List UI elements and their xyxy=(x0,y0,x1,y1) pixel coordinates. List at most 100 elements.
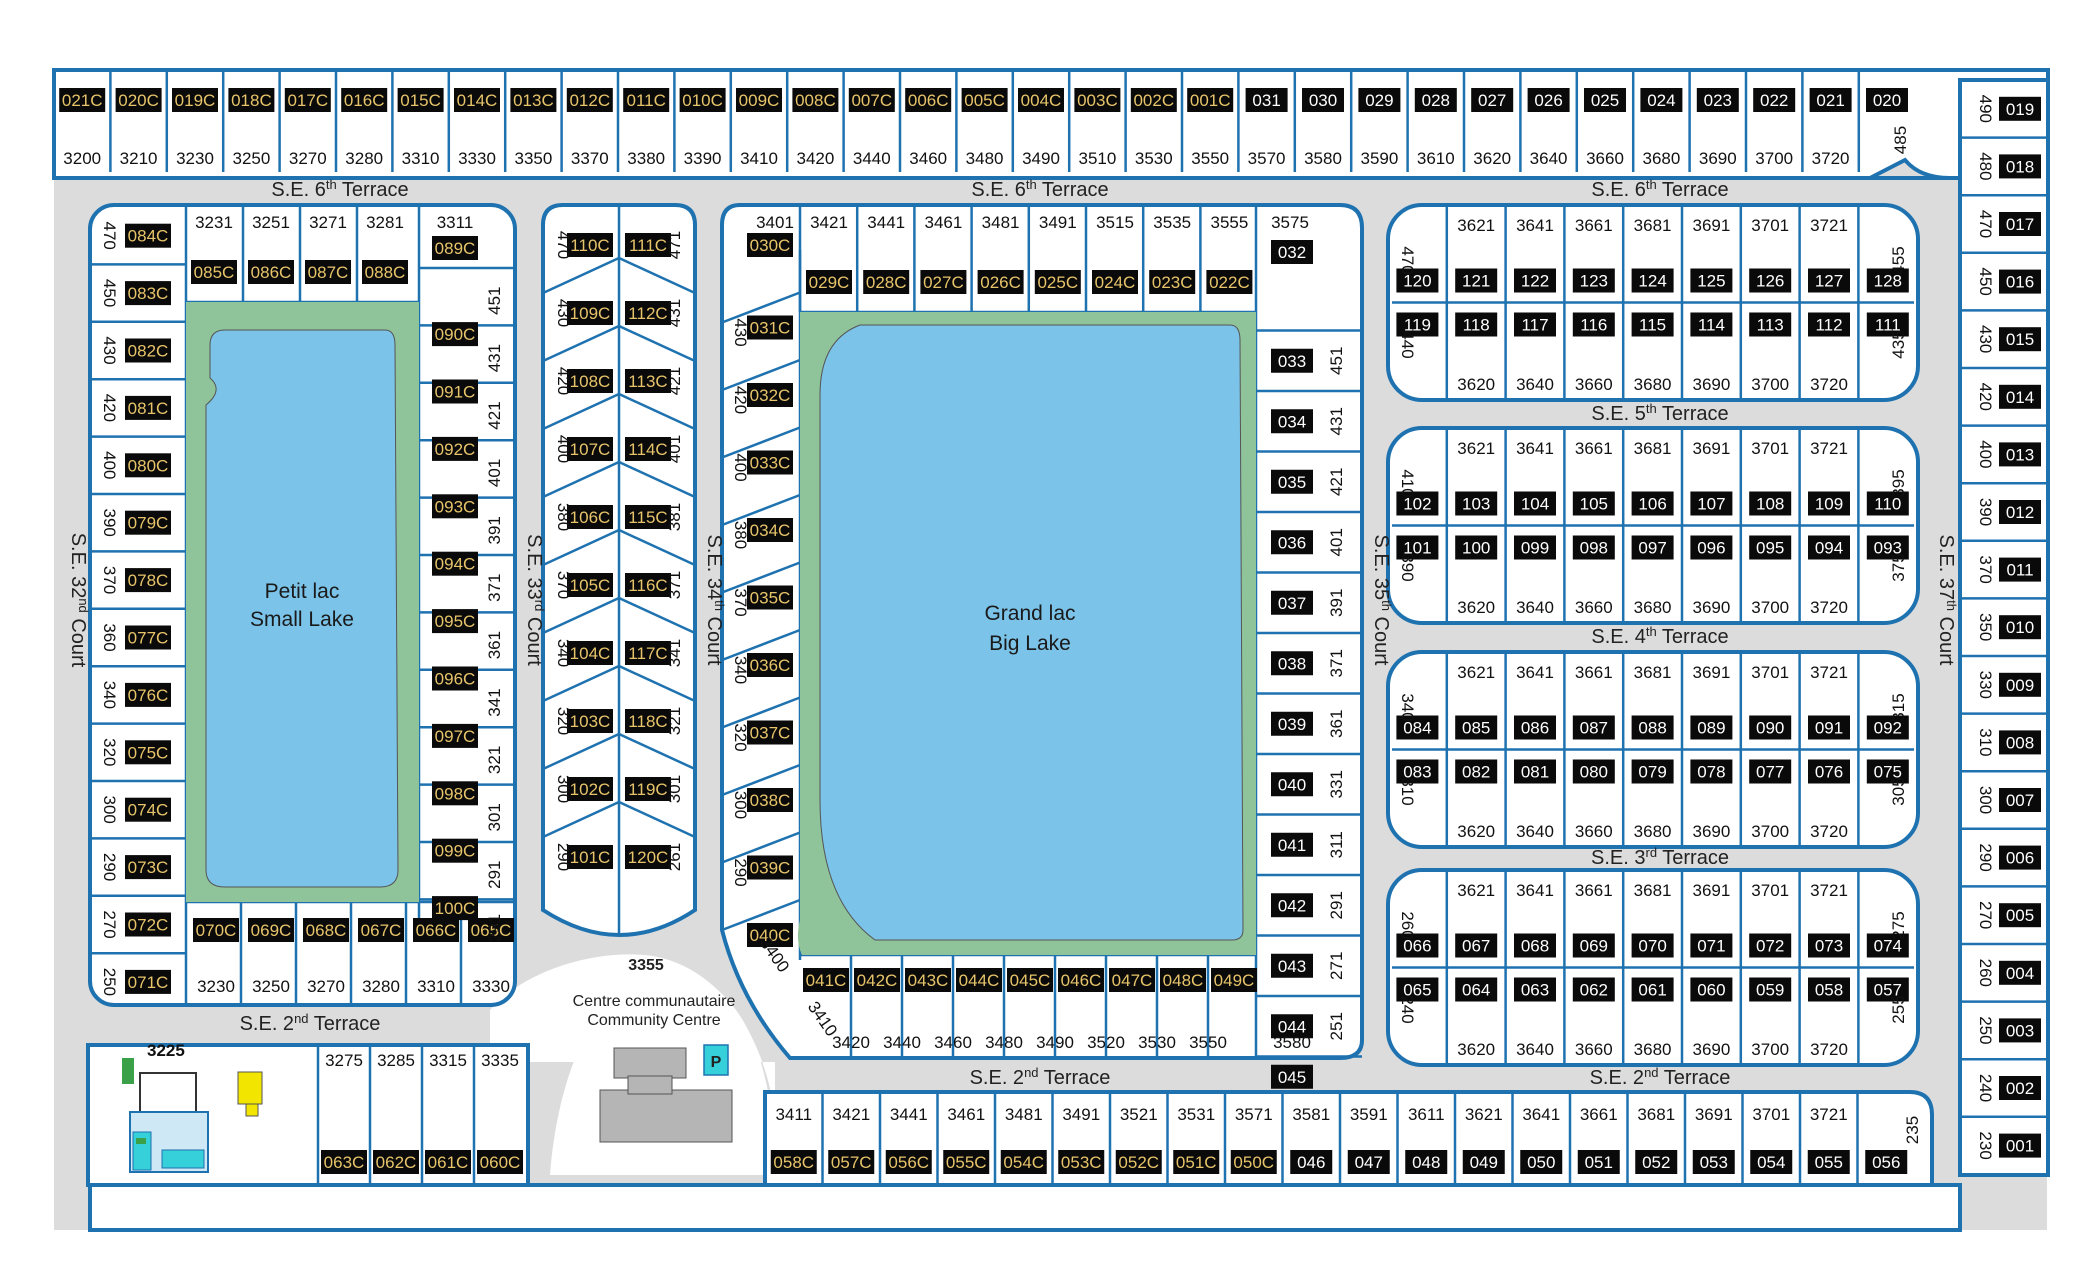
court32-lot-072C[interactable]: 072C xyxy=(125,912,171,937)
big-lake-right-lot-042[interactable]: 042 xyxy=(1271,893,1313,918)
big-lake-bottom-lot-046C[interactable]: 046C xyxy=(1058,968,1104,992)
east-block-3-lot-082[interactable]: 082 xyxy=(1455,759,1498,784)
top-row-lot-009C[interactable]: 009C xyxy=(736,88,782,112)
east-block-1-lot-120[interactable]: 120 xyxy=(1396,268,1439,293)
bottom-left-lot-062C[interactable]: 062C xyxy=(373,1150,419,1174)
big-lake-left-lot-033C[interactable]: 033C xyxy=(747,450,793,475)
east-block-3-lot-077[interactable]: 077 xyxy=(1749,759,1792,784)
big-lake-bottom-lot-041C[interactable]: 041C xyxy=(803,968,849,992)
east-block-1-lot-119[interactable]: 119 xyxy=(1396,312,1439,337)
big-lake-top-lot-023C[interactable]: 023C xyxy=(1149,270,1196,294)
top-row-lot-003C[interactable]: 003C xyxy=(1074,88,1121,112)
east-block-3-lot-087[interactable]: 087 xyxy=(1572,715,1615,740)
bottom-row-lot-051C[interactable]: 051C xyxy=(1173,1150,1220,1174)
right-col-lot-019[interactable]: 019 xyxy=(1999,96,2041,121)
east-block-2-lot-110[interactable]: 110 xyxy=(1866,491,1909,516)
small-lake-right-lot-091C[interactable]: 091C xyxy=(432,379,478,404)
court33-left-lot-110C[interactable]: 110C xyxy=(567,233,613,257)
right-col-lot-002[interactable]: 002 xyxy=(1999,1076,2041,1100)
top-row-lot-010C[interactable]: 010C xyxy=(679,88,726,112)
big-lake-right-lot-039[interactable]: 039 xyxy=(1271,711,1313,736)
east-block-1-lot-123[interactable]: 123 xyxy=(1572,268,1615,293)
small-lake-right-lot-099C[interactable]: 099C xyxy=(432,838,478,863)
top-row-lot-014C[interactable]: 014C xyxy=(454,88,500,112)
small-lake-right-lot-098C[interactable]: 098C xyxy=(432,781,478,806)
big-lake-right-lot-038[interactable]: 038 xyxy=(1271,651,1313,676)
big-lake-top-lot-025C[interactable]: 025C xyxy=(1034,270,1081,294)
bottom-row-lot-055C[interactable]: 055C xyxy=(943,1150,990,1174)
court33-left-lot-101C[interactable]: 101C xyxy=(567,845,613,869)
small-lake-right-lot-100C[interactable]: 100C xyxy=(432,896,478,921)
big-lake-right-lot-037[interactable]: 037 xyxy=(1271,590,1313,615)
east-block-3-lot-091[interactable]: 091 xyxy=(1808,715,1850,740)
bottom-left-lot-060C[interactable]: 060C xyxy=(477,1150,523,1174)
big-lake-left-lot-039C[interactable]: 039C xyxy=(747,855,793,880)
bottom-row-lot-046[interactable]: 046 xyxy=(1290,1150,1333,1174)
small-lake-top-lot-087C[interactable]: 087C xyxy=(305,260,351,284)
east-block-3-lot-089[interactable]: 089 xyxy=(1690,715,1733,740)
big-lake-left-lot-038C[interactable]: 038C xyxy=(747,788,793,812)
top-row-lot-013C[interactable]: 013C xyxy=(510,88,557,112)
east-block-1-lot-111[interactable]: 111 xyxy=(1866,312,1909,337)
top-row-lot-004C[interactable]: 004C xyxy=(1018,88,1064,112)
top-row-lot-017C[interactable]: 017C xyxy=(284,88,331,112)
small-lake-right-lot-093C[interactable]: 093C xyxy=(432,494,478,519)
bottom-row-lot-057C[interactable]: 057C xyxy=(828,1150,875,1174)
east-block-2-lot-098[interactable]: 098 xyxy=(1572,535,1615,560)
top-row-lot-021[interactable]: 021 xyxy=(1809,88,1852,112)
court33-right-lot-114C[interactable]: 114C xyxy=(625,437,671,461)
court32-lot-071C[interactable]: 071C xyxy=(125,969,171,994)
small-lake-bottom-lot-067C[interactable]: 067C xyxy=(358,918,404,942)
court33-left-lot-105C[interactable]: 105C xyxy=(567,573,613,597)
right-col-lot-011[interactable]: 011 xyxy=(1999,557,2041,582)
small-lake-bottom-lot-069C[interactable]: 069C xyxy=(248,918,294,942)
east-block-3-lot-079[interactable]: 079 xyxy=(1631,759,1674,784)
court33-left-lot-104C[interactable]: 104C xyxy=(567,641,613,665)
bottom-row-lot-058C[interactable]: 058C xyxy=(770,1150,817,1174)
big-lake-left-lot-040C[interactable]: 040C xyxy=(747,923,793,947)
court32-lot-073C[interactable]: 073C xyxy=(125,855,171,880)
east-block-2-lot-097[interactable]: 097 xyxy=(1631,535,1674,560)
big-lake-left-lot-036C[interactable]: 036C xyxy=(747,653,793,677)
top-row-lot-024[interactable]: 024 xyxy=(1640,88,1683,112)
big-lake-bottom-lot-042C[interactable]: 042C xyxy=(854,968,900,992)
top-row-lot-030[interactable]: 030 xyxy=(1302,88,1344,112)
east-block-2-lot-094[interactable]: 094 xyxy=(1808,535,1850,560)
bottom-row-lot-052[interactable]: 052 xyxy=(1635,1150,1678,1174)
top-row-lot-022[interactable]: 022 xyxy=(1753,88,1796,112)
big-lake-top-lot-026C[interactable]: 026C xyxy=(977,270,1024,294)
east-block-2-lot-101[interactable]: 101 xyxy=(1396,535,1439,560)
big-lake-left-lot-031C[interactable]: 031C xyxy=(747,315,793,340)
top-row-lot-029[interactable]: 029 xyxy=(1358,88,1401,112)
east-block-4-lot-063[interactable]: 063 xyxy=(1514,977,1556,1002)
big-lake-right-lot-043[interactable]: 043 xyxy=(1271,953,1313,978)
court33-right-lot-119C[interactable]: 119C xyxy=(625,777,671,801)
east-block-1-lot-128[interactable]: 128 xyxy=(1866,268,1909,293)
east-block-1-lot-122[interactable]: 122 xyxy=(1514,268,1556,293)
big-lake-top-lot-027C[interactable]: 027C xyxy=(920,270,967,294)
bottom-row-lot-055[interactable]: 055 xyxy=(1807,1150,1850,1174)
right-col-lot-004[interactable]: 004 xyxy=(1999,960,2041,985)
bottom-left-lot-063C[interactable]: 063C xyxy=(321,1150,367,1174)
east-block-2-lot-100[interactable]: 100 xyxy=(1455,535,1498,560)
east-block-4-lot-065[interactable]: 065 xyxy=(1396,977,1439,1002)
big-lake-right-lot-033[interactable]: 033 xyxy=(1271,348,1313,373)
right-col-lot-006[interactable]: 006 xyxy=(1999,845,2041,870)
top-row-lot-026[interactable]: 026 xyxy=(1527,88,1570,112)
court32-lot-076C[interactable]: 076C xyxy=(125,682,171,707)
top-row-lot-006C[interactable]: 006C xyxy=(905,88,952,112)
court32-lot-079C[interactable]: 079C xyxy=(125,510,171,535)
bottom-row-lot-052C[interactable]: 052C xyxy=(1115,1150,1162,1174)
top-row-lot-025[interactable]: 025 xyxy=(1584,88,1626,112)
east-block-2-lot-103[interactable]: 103 xyxy=(1455,491,1498,516)
big-lake-left-lot-030C[interactable]: 030C xyxy=(747,233,793,257)
court33-right-lot-120C[interactable]: 120C xyxy=(625,845,671,869)
big-lake-right-lot-040[interactable]: 040 xyxy=(1271,772,1313,797)
bottom-row-lot-048[interactable]: 048 xyxy=(1405,1150,1448,1174)
big-lake-bottom-lot-043C[interactable]: 043C xyxy=(905,968,951,992)
east-block-3-lot-083[interactable]: 083 xyxy=(1396,759,1439,784)
bottom-row-lot-051[interactable]: 051 xyxy=(1577,1150,1620,1174)
east-block-2-lot-107[interactable]: 107 xyxy=(1690,491,1733,516)
east-block-1-lot-116[interactable]: 116 xyxy=(1572,312,1615,337)
small-lake-right-lot-094C[interactable]: 094C xyxy=(432,551,478,576)
